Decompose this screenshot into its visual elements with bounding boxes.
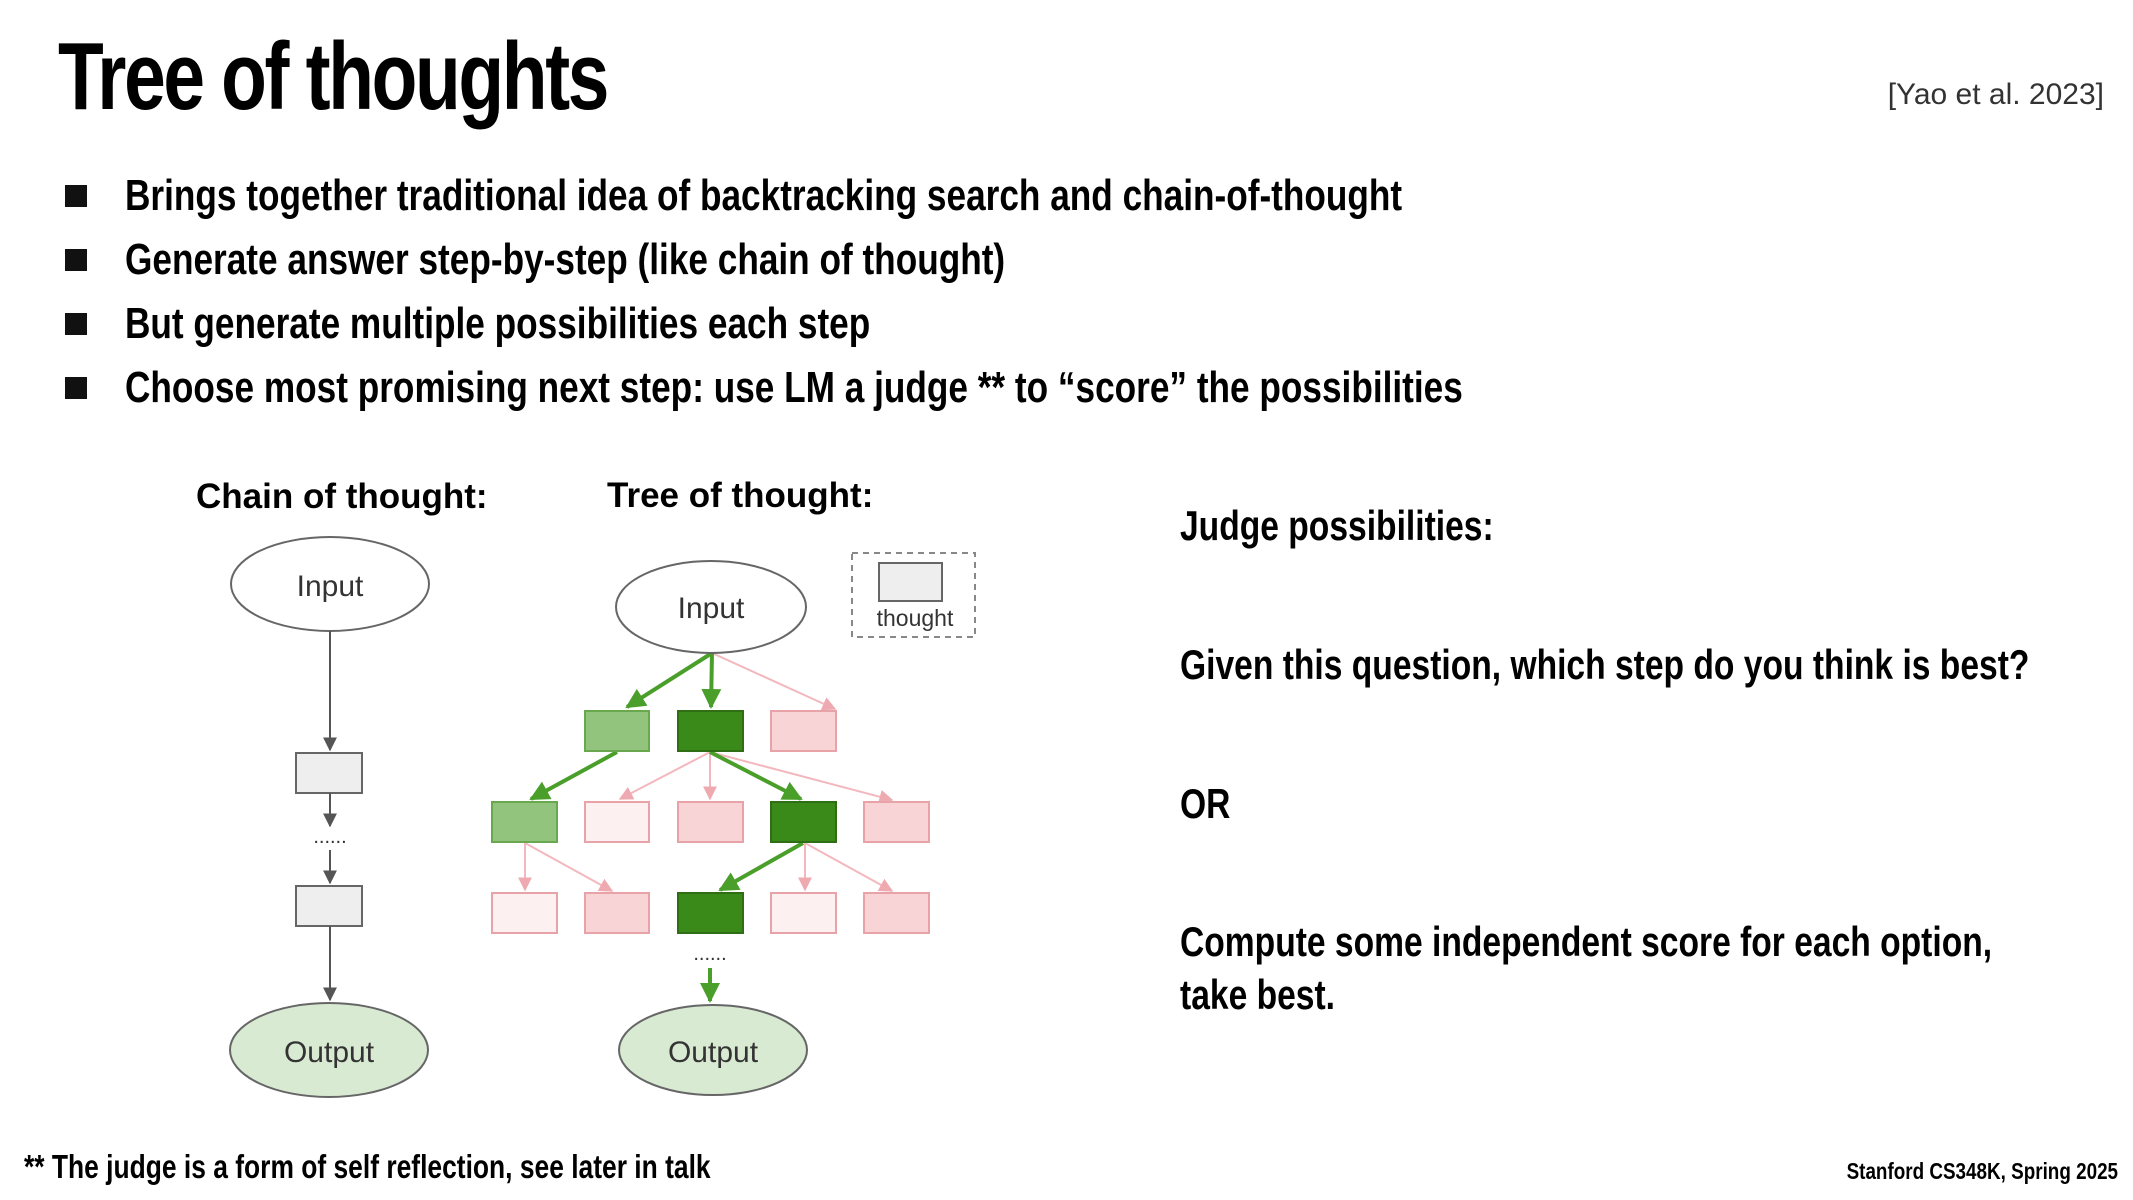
tree-edge-rejected (711, 652, 837, 711)
tree-edge-rejected (804, 842, 894, 892)
judge-or: OR (1180, 780, 1231, 827)
tree-edge-rejected (524, 842, 614, 892)
bullet-list: Brings together traditional idea of back… (65, 164, 1797, 420)
legend-box (851, 552, 976, 638)
chain-input-label: Input (297, 570, 364, 603)
chain-thought-node (295, 752, 363, 794)
thought-node-rejected (770, 710, 837, 752)
tree-edge-explored (529, 750, 618, 801)
bullet-item: Generate answer step-by-step (like chain… (65, 228, 1797, 292)
bullet-square-icon (65, 377, 87, 399)
bullet-item: Choose most promising next step: use LM … (65, 356, 1797, 420)
tree-edge-rejected (709, 751, 894, 804)
tree-edge-rejected (618, 751, 711, 800)
tree-diagram: thought Input (491, 552, 976, 1096)
thought-node-rejected (584, 892, 650, 934)
bullet-square-icon (65, 185, 87, 207)
thought-node-candidate (584, 710, 650, 752)
tree-of-thought-heading: Tree of thought: (607, 476, 873, 515)
bullet-text: Generate answer step-by-step (like chain… (125, 235, 1006, 284)
chain-ellipsis: ...... (313, 826, 346, 848)
tree-ellipsis: ...... (693, 943, 726, 965)
tree-input-node (615, 560, 807, 654)
tree-edge-explored (709, 750, 803, 801)
thought-node-rejected (491, 892, 558, 934)
tree-edge-explored (701, 652, 722, 709)
bullet-text: But generate multiple possibilities each… (125, 299, 871, 348)
thought-node-rejected (863, 801, 930, 843)
chain-diagram: Input ...... Output (229, 536, 430, 1098)
chain-output-node (229, 1002, 429, 1098)
tree-edge-explored (625, 651, 714, 709)
judge-alt-line1: Compute some independent score for each … (1180, 918, 1993, 965)
footnote: ** The judge is a form of self reflectio… (24, 1148, 711, 1185)
judge-question: Given this question, which step do you t… (1180, 641, 2030, 688)
legend-thought-node (878, 562, 943, 602)
chain-of-thought-heading: Chain of thought: (196, 477, 488, 516)
tree-output-node (618, 1004, 808, 1096)
tree-output-label: Output (668, 1036, 759, 1069)
citation: [Yao et al. 2023] (1887, 78, 2104, 111)
thought-node-rejected (584, 801, 650, 843)
bullet-item: Brings together traditional idea of back… (65, 164, 1797, 228)
thought-node-candidate (491, 801, 558, 843)
legend-label: thought (877, 605, 954, 631)
chain-thought-node (295, 885, 363, 927)
tree-input-label: Input (678, 592, 745, 625)
thought-node-rejected (677, 801, 744, 843)
thought-node-rejected (863, 892, 930, 934)
tree-edge-explored (718, 841, 804, 892)
bullet-square-icon (65, 313, 87, 335)
thought-node-rejected (770, 892, 837, 934)
thought-node-selected (770, 801, 837, 843)
bullet-text: Brings together traditional idea of back… (125, 171, 1403, 220)
thought-node-selected (677, 892, 744, 934)
bullet-item: But generate multiple possibilities each… (65, 292, 1797, 356)
course-credit: Stanford CS348K, Spring 2025 (1846, 1158, 2118, 1184)
chain-output-label: Output (284, 1036, 375, 1069)
bullet-square-icon (65, 249, 87, 271)
judge-heading: Judge possibilities: (1180, 502, 1494, 549)
page-title: Tree of thoughts (58, 23, 609, 130)
judge-alt-line2: take best. (1180, 971, 1336, 1018)
bullet-text: Choose most promising next step: use LM … (125, 363, 1463, 412)
thought-node-selected (677, 710, 744, 752)
